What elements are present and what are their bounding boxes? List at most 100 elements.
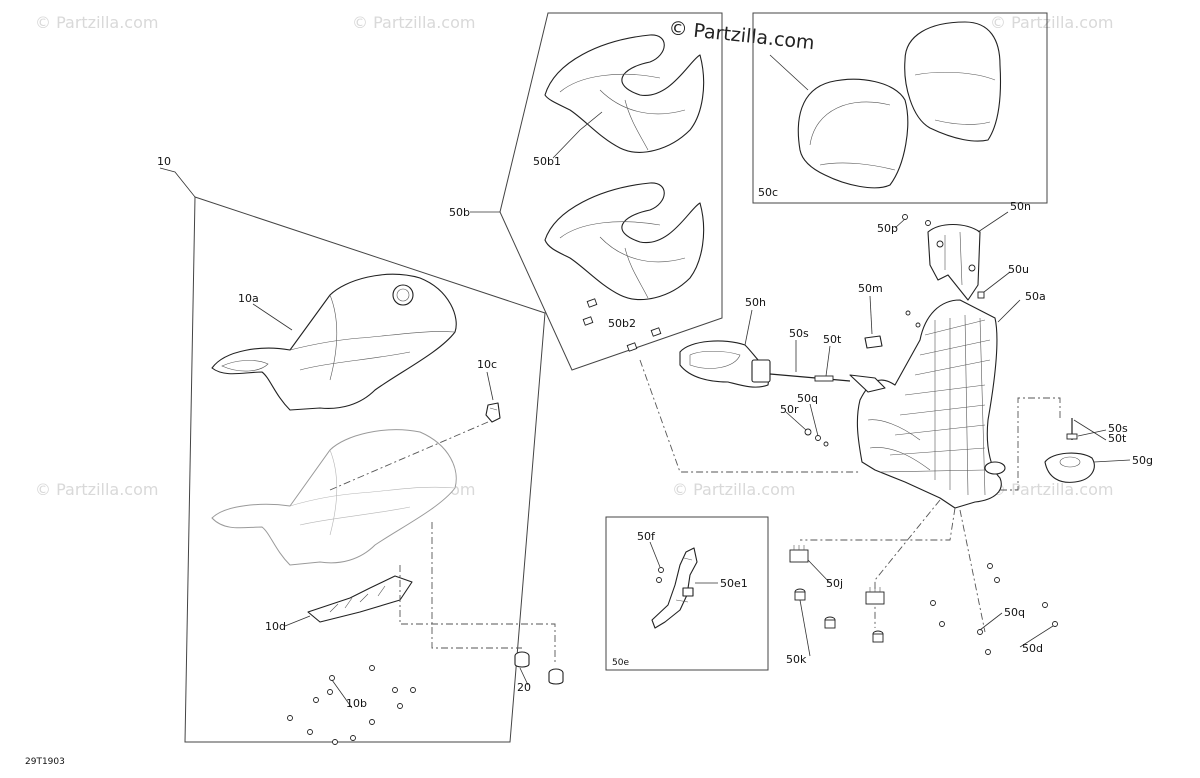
callout-50k: 50k [786, 653, 807, 666]
bumper-20 [514, 651, 564, 685]
screw [915, 322, 921, 328]
leader-50d [1019, 625, 1054, 648]
leader-50a [997, 299, 1021, 323]
latch-mechanism-50e1 [651, 547, 698, 629]
diagram-code: 29T1903 [25, 757, 65, 767]
leader-10 [159, 167, 196, 198]
nut-50u [977, 291, 985, 299]
backrest-group-frame [752, 12, 1048, 204]
cushion-50b-lower [544, 182, 705, 301]
handle-50h [679, 340, 771, 388]
leader-50b1 [552, 111, 603, 159]
callout-50q-upper: 50q [797, 392, 818, 405]
leader-50m [869, 295, 873, 335]
dash-line [874, 499, 941, 628]
leader-50k [799, 599, 811, 657]
leader-50s [1077, 429, 1107, 437]
clip-50m [864, 335, 883, 349]
callout-50b1: 50b1 [533, 155, 561, 168]
screw-50p [925, 220, 931, 226]
leader-50q [979, 612, 1003, 631]
callout-50h: 50h [745, 296, 766, 309]
callout-50s-upper: 50s [789, 327, 809, 340]
cushion-50b1 [544, 34, 705, 153]
callout-50b2: 50b2 [608, 317, 636, 330]
cushion-group-frame [499, 12, 723, 371]
callout-50j: 50j [826, 577, 843, 590]
knob-50g [1044, 452, 1095, 483]
fastener-group-50q [930, 563, 1058, 655]
callout-10d: 10d [265, 620, 286, 633]
seat-base-10 [211, 429, 457, 566]
callout-50u: 50u [1008, 263, 1029, 276]
leader-50g [1093, 459, 1131, 463]
cable-50s [769, 373, 851, 382]
seat-frame-50a [856, 299, 1006, 509]
grommet-50k [794, 588, 884, 643]
leader-10d [284, 615, 311, 627]
seat-assembly-frame [184, 196, 546, 743]
leader-50c [769, 54, 809, 91]
callout-50n: 50n [1010, 200, 1031, 213]
callout-50t-lower: 50t [1108, 432, 1127, 445]
screw-50p [902, 214, 908, 220]
cable-end [849, 374, 886, 393]
leader-10c [486, 371, 494, 401]
leader-50h [744, 309, 753, 346]
leader-50n [977, 211, 1009, 233]
watermark-faint: © Partzilla.com [35, 480, 158, 499]
washer-50q [815, 435, 821, 441]
dash-line [959, 509, 986, 633]
callout-50m: 50m [858, 282, 883, 295]
callout-10: 10 [157, 155, 171, 168]
backrest-50c-front [797, 78, 909, 189]
watermark-faint: © Partzilla.com [672, 480, 795, 499]
leader-50u [983, 271, 1011, 293]
dash-line [800, 507, 956, 541]
dash-line [399, 565, 556, 665]
callout-50q-lower: 50q [1004, 606, 1025, 619]
spacer-50s [1066, 433, 1078, 440]
callout-50d: 50d [1022, 642, 1043, 655]
callout-50r: 50r [780, 403, 799, 416]
latch-10c [485, 402, 501, 423]
watermark-main: © Partzilla.com [667, 17, 815, 54]
screw [905, 310, 911, 316]
backrest-50c-rear [904, 21, 1001, 142]
mechanism-group-frame [605, 516, 769, 671]
watermark-faint: © Partzilla.com [990, 480, 1113, 499]
callout-50b: 50b [449, 206, 470, 219]
leader-50q [809, 403, 819, 437]
callout-50g: 50g [1132, 454, 1153, 467]
callout-50e: 50e [612, 658, 629, 668]
leader-20 [519, 667, 529, 686]
watermark-faint: © Partzilla.com [352, 13, 475, 32]
watermark-faint: © Partzilla.com [35, 13, 158, 32]
screw-50r [804, 428, 812, 436]
clip-group-50b2 [582, 298, 662, 352]
sleeve-50t [814, 375, 834, 382]
callout-10b: 10b [346, 697, 367, 710]
seat-10a [211, 273, 457, 411]
clamp-50j [789, 545, 885, 605]
leader-50t [825, 345, 831, 377]
callout-50e1: 50e1 [720, 577, 748, 590]
watermark-faint: © Partzilla.com [990, 13, 1113, 32]
callout-10c: 10c [477, 358, 497, 371]
callout-50p: 50p [877, 222, 898, 235]
dash-line [431, 522, 522, 649]
screw-50f [658, 567, 664, 573]
plate-10d [307, 575, 413, 623]
bracket-50n [927, 223, 981, 301]
leader-10a [252, 303, 293, 331]
screw-50f [656, 577, 662, 583]
dash-line [329, 421, 489, 491]
callout-50s-lower: 50s [1108, 422, 1128, 435]
leader-50f [649, 541, 661, 568]
callout-50t-upper: 50t [823, 333, 842, 346]
screw-50q [823, 441, 829, 447]
callout-50c: 50c [758, 186, 778, 199]
callout-10a: 10a [238, 292, 259, 305]
fastener-group-10b [287, 665, 416, 745]
